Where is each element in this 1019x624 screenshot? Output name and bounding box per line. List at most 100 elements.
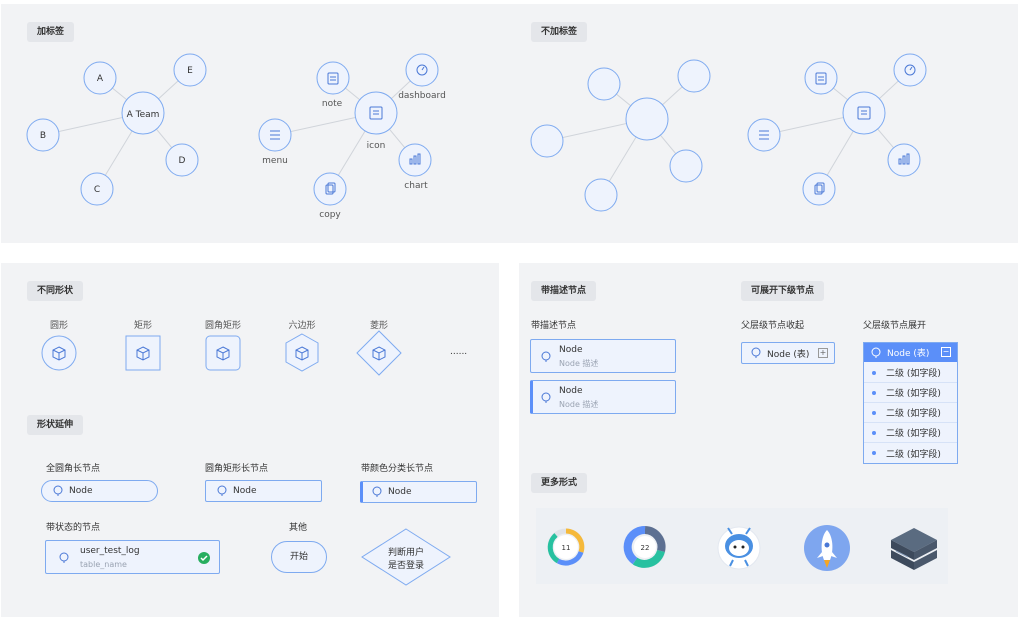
- node-color-class[interactable]: Node: [360, 481, 477, 503]
- bulb-icon: [541, 392, 551, 403]
- section-tag-shapes: 不同形状: [27, 281, 84, 301]
- label-collapsed: 父层级节点收起: [741, 321, 805, 331]
- collapsed-node[interactable]: Node (表) +: [741, 342, 835, 364]
- chart-icon: [409, 153, 421, 165]
- section-tag-labeled: 加标签: [27, 22, 75, 42]
- donut-chart-22: 22: [623, 525, 666, 568]
- node-label-c: C: [94, 185, 100, 195]
- node-chart: [398, 143, 432, 177]
- mascot-icon: [717, 526, 761, 570]
- shape-label-diamond: 菱形: [369, 321, 389, 331]
- copy-icon: [325, 182, 336, 195]
- child-label: 二级 (如字段): [886, 369, 941, 379]
- menu-icon: [270, 130, 280, 140]
- node-note: [316, 61, 350, 95]
- node-status[interactable]: user_test_log table_name: [45, 540, 220, 574]
- donut-chart-11: 11: [547, 528, 585, 566]
- graph-labeled-letters: A Team A B C D E: [26, 53, 207, 206]
- child-label: 二级 (如字段): [886, 409, 941, 419]
- donut-value-1: 11: [562, 544, 571, 552]
- node-round-rect-long[interactable]: Node: [205, 480, 322, 502]
- node-label-icon: icon: [367, 141, 386, 151]
- shape-label-round-rect: 圆角矩形: [204, 321, 242, 331]
- desc-node-2[interactable]: Node Node 描述: [530, 380, 676, 414]
- note-icon: [327, 72, 339, 85]
- child-label: 二级 (如字段): [886, 449, 941, 460]
- node-a: [83, 61, 117, 95]
- shape-label-hexagon: 六边形: [288, 321, 316, 331]
- cube-icon: [216, 346, 230, 361]
- donut-value-2: 22: [641, 544, 650, 552]
- node-label-copy: copy: [319, 210, 341, 220]
- shape-samples: [41, 330, 402, 376]
- node-b: [26, 118, 60, 152]
- shape-label-rect: 矩形: [133, 321, 153, 331]
- child-row[interactable]: 二级 (如字段): [864, 403, 957, 423]
- node-decision[interactable]: [361, 528, 451, 588]
- bullet-icon: [872, 430, 876, 435]
- node-label-a-team: A Team: [127, 110, 160, 120]
- child-row[interactable]: 二级 (如字段): [864, 423, 957, 443]
- graph-unlabeled-icons: [747, 53, 927, 206]
- section-tag-extend: 形状延伸: [27, 415, 84, 435]
- node-icon: [354, 91, 398, 135]
- graph-labeled-icons: note dashboard icon menu chart copy: [258, 53, 446, 220]
- label-desc-node: 带描述节点: [531, 321, 577, 331]
- cube-icon: [52, 346, 66, 361]
- node-d: [165, 143, 199, 177]
- child-row[interactable]: 二级 (如字段): [864, 363, 957, 383]
- label-full-round: 全圆角长节点: [46, 464, 101, 474]
- node-a-team: [121, 91, 165, 135]
- node-label-menu: menu: [262, 156, 288, 166]
- node-full-round[interactable]: Node: [41, 480, 158, 502]
- child-row[interactable]: 二级 (如字段): [864, 383, 957, 403]
- section-tag-expand: 可展开下级节点: [741, 281, 825, 301]
- bullet-icon: [872, 410, 876, 415]
- database-stack-icon: [891, 528, 937, 570]
- start-label: 开始: [289, 552, 308, 562]
- decision-label-line1: 判断用户: [387, 548, 424, 558]
- child-label: 二级 (如字段): [886, 429, 941, 439]
- section-tag-desc: 带描述节点: [531, 281, 597, 301]
- desc-node-subtitle: Node 描述: [559, 400, 599, 409]
- desc-node-title: Node: [559, 386, 583, 396]
- expanded-node-group: Node (表) − 二级 (如字段) 二级 (如字段) 二级 (如字段) 二级…: [863, 342, 958, 464]
- shapes-ellipsis: ......: [450, 347, 468, 357]
- expanded-node-header[interactable]: Node (表) −: [864, 343, 957, 362]
- expand-plus-button[interactable]: +: [818, 348, 828, 358]
- collapse-minus-button[interactable]: −: [941, 347, 951, 357]
- rocket-icon: [804, 525, 850, 571]
- label-color-class: 带颜色分类长节点: [361, 464, 434, 474]
- bulb-icon: [217, 485, 227, 496]
- node-label-d: D: [179, 156, 186, 166]
- label-round-rect-long: 圆角矩形长节点: [205, 464, 269, 474]
- desc-node-1[interactable]: Node Node 描述: [530, 339, 676, 373]
- bullet-icon: [872, 390, 876, 395]
- section-tag-unlabeled: 不加标签: [531, 22, 588, 42]
- status-node-title: user_test_log: [80, 546, 140, 556]
- bullet-icon: [872, 451, 876, 455]
- node-text: Node: [69, 486, 93, 496]
- node-text: Node: [233, 486, 257, 496]
- shape-label-circle: 圆形: [49, 321, 69, 331]
- child-row[interactable]: 二级 (如字段): [864, 443, 957, 463]
- label-status: 带状态的节点: [46, 523, 101, 533]
- label-expanded: 父层级节点展开: [863, 321, 927, 331]
- node-text: Node: [388, 487, 412, 497]
- node-label-a: A: [97, 74, 104, 84]
- decision-label-line2: 是否登录: [387, 561, 424, 571]
- label-other: 其他: [289, 523, 308, 533]
- node-start[interactable]: 开始: [271, 541, 327, 573]
- node-e: [173, 53, 207, 87]
- cube-icon: [136, 346, 150, 361]
- node-label-dashboard: dashboard: [398, 91, 446, 101]
- bulb-icon: [541, 351, 551, 362]
- node-label-e: E: [187, 66, 193, 76]
- bulb-icon: [372, 486, 382, 497]
- section-tag-more: 更多形式: [531, 473, 588, 493]
- desc-node-title: Node: [559, 345, 583, 355]
- dashboard-icon: [416, 64, 428, 76]
- bullet-icon: [872, 370, 876, 375]
- bulb-icon: [871, 347, 881, 358]
